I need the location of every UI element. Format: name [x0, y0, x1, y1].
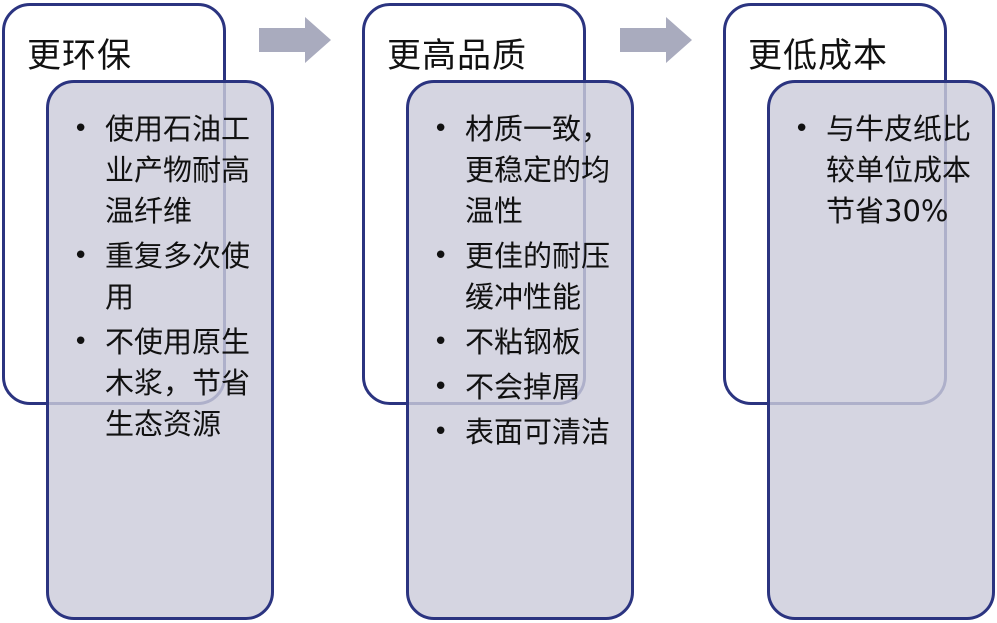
- column-3-title: 更低成本: [748, 36, 888, 76]
- bullet-icon: •: [433, 114, 449, 144]
- column-3-bullet-list: • 与牛皮纸比较单位成本节省30%: [788, 109, 980, 236]
- column-1-content-box: • 使用石油工业产物耐高温纤维 • 重复多次使用 • 不使用原生木浆，节省生态资源: [46, 80, 274, 620]
- column-3-content-box: • 与牛皮纸比较单位成本节省30%: [767, 80, 995, 620]
- bullet-text: 表面可清洁: [465, 415, 611, 449]
- list-item: • 使用石油工业产物耐高温纤维: [67, 109, 259, 232]
- bullet-icon: •: [433, 327, 449, 357]
- bullet-icon: •: [73, 327, 89, 357]
- list-item: • 重复多次使用: [67, 236, 259, 318]
- list-item: • 与牛皮纸比较单位成本节省30%: [788, 109, 980, 232]
- column-2-title: 更高品质: [387, 36, 527, 76]
- bullet-icon: •: [433, 417, 449, 447]
- list-item: • 表面可清洁: [427, 412, 619, 453]
- bullet-text: 不会掉屑: [465, 370, 582, 404]
- bullet-text: 与牛皮纸比较单位成本节省30%: [826, 112, 972, 228]
- bullet-text: 材质一致，更稳定的均温性: [465, 112, 611, 228]
- bullet-text: 不使用原生木浆，节省生态资源: [105, 325, 251, 441]
- bullet-text: 使用石油工业产物耐高温纤维: [105, 112, 251, 228]
- list-item: • 不使用原生木浆，节省生态资源: [67, 322, 259, 445]
- column-1-bullet-list: • 使用石油工业产物耐高温纤维 • 重复多次使用 • 不使用原生木浆，节省生态资源: [67, 109, 259, 449]
- bullet-text: 不粘钢板: [465, 325, 582, 359]
- list-item: • 不会掉屑: [427, 367, 619, 408]
- column-2-content-box: • 材质一致，更稳定的均温性 • 更佳的耐压缓冲性能 • 不粘钢板 • 不会掉屑 • 表面…: [406, 80, 634, 620]
- bullet-icon: •: [73, 241, 89, 271]
- list-item: • 更佳的耐压缓冲性能: [427, 236, 619, 318]
- list-item: • 不粘钢板: [427, 322, 619, 363]
- list-item: • 材质一致，更稳定的均温性: [427, 109, 619, 232]
- right-arrow-icon: [259, 17, 331, 63]
- bullet-text: 重复多次使用: [105, 239, 251, 314]
- column-1-title: 更环保: [27, 36, 132, 76]
- bullet-icon: •: [73, 114, 89, 144]
- bullet-icon: •: [433, 372, 449, 402]
- right-arrow-icon: [620, 17, 692, 63]
- bullet-text: 更佳的耐压缓冲性能: [465, 239, 611, 314]
- bullet-icon: •: [794, 114, 810, 144]
- bullet-icon: •: [433, 241, 449, 271]
- column-2-bullet-list: • 材质一致，更稳定的均温性 • 更佳的耐压缓冲性能 • 不粘钢板 • 不会掉屑 • 表面…: [427, 109, 619, 457]
